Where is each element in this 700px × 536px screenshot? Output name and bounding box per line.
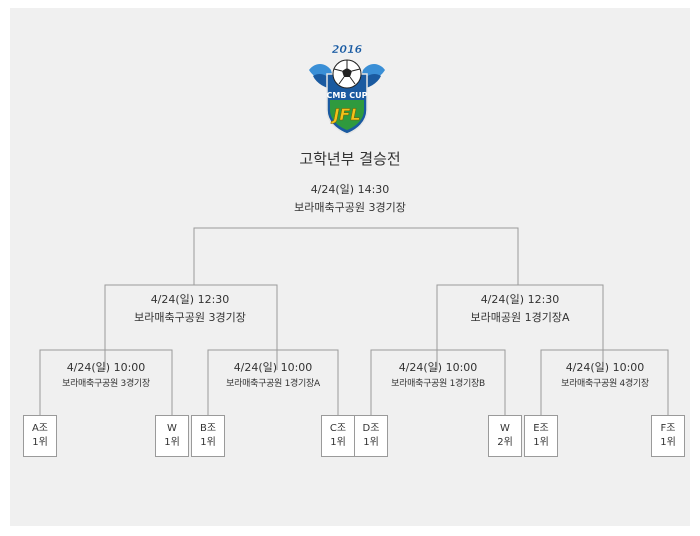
final-date: 4/24(일) 14:30 [310, 183, 390, 196]
quarter-4-venue: 보라매축구공원 4경기장 [561, 379, 649, 389]
quarter-2-date: 4/24(일) 10:00 [233, 361, 313, 374]
team-label: E조 [533, 423, 549, 434]
quarter-4-date: 4/24(일) 10:00 [565, 361, 645, 374]
quarter-3-venue: 보라매축구공원 1경기장B [391, 379, 485, 389]
quarter-4-connector [540, 349, 669, 415]
quarter-3-date: 4/24(일) 10:00 [398, 361, 478, 374]
page-title: 고학년부 결승전 [299, 150, 401, 168]
semi-right-connector [436, 284, 604, 370]
team-box-e1: E조 1위 [524, 415, 558, 457]
team-label: F조 [660, 423, 676, 434]
team-label: A조 [31, 423, 49, 434]
team-box-b1: B조 1위 [191, 415, 225, 457]
quarter-2-connector [207, 349, 339, 415]
team-rank: 1위 [363, 437, 379, 448]
team-box-w2: W 2위 [488, 415, 522, 457]
quarter-1-date: 4/24(일) 10:00 [66, 361, 146, 374]
team-label: W [167, 423, 177, 434]
team-rank: 1위 [330, 437, 346, 448]
team-box-w1: W 1위 [155, 415, 189, 457]
quarter-2-venue: 보라매축구공원 1경기장A [226, 379, 320, 389]
team-label: D조 [362, 423, 380, 434]
logo-cup: CMB CUP [327, 91, 368, 100]
team-box-d1: D조 1위 [354, 415, 388, 457]
team-box-c1: C조 1위 [321, 415, 355, 457]
team-label: W [500, 423, 510, 434]
semi-right-date: 4/24(일) 12:30 [480, 293, 560, 306]
logo-league: JFL [330, 105, 360, 124]
logo-year: 2016 [332, 43, 363, 56]
final-venue: 보라매축구공원 3경기장 [294, 201, 406, 214]
final-connector [193, 227, 519, 285]
team-box-f1: F조 1위 [651, 415, 685, 457]
team-label: B조 [199, 423, 217, 434]
team-rank: 1위 [660, 437, 676, 448]
team-box-a1: A조 1위 [23, 415, 57, 457]
team-rank: 1위 [32, 437, 48, 448]
semi-left-date: 4/24(일) 12:30 [150, 293, 230, 306]
quarter-1-connector [39, 349, 173, 415]
team-label: C조 [329, 423, 347, 434]
team-rank: 1위 [200, 437, 216, 448]
semi-left-venue: 보라매축구공원 3경기장 [134, 311, 246, 324]
quarter-3-connector [370, 349, 506, 415]
semi-left-connector [104, 284, 278, 370]
cmb-cup-logo: 2016 CMB CUP JFL [309, 43, 385, 135]
quarter-1-venue: 보라매축구공원 3경기장 [62, 379, 150, 389]
team-rank: 1위 [164, 437, 180, 448]
team-rank: 1위 [533, 437, 549, 448]
semi-right-venue: 보라매공원 1경기장A [470, 311, 570, 324]
team-rank: 2위 [497, 437, 513, 448]
